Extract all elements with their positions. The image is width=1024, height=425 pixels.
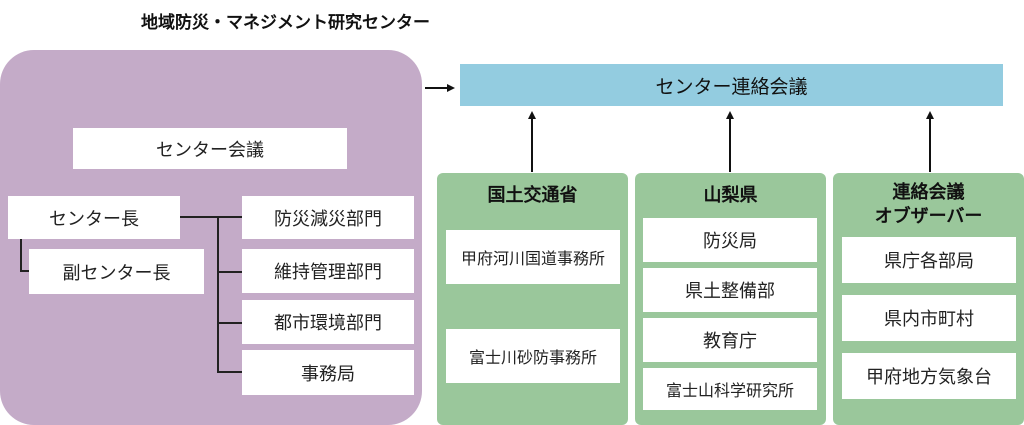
group-item-box: 富士山科学研究所 bbox=[643, 368, 817, 410]
group-title: 連絡会議 オブザーバー bbox=[833, 180, 1024, 230]
group-item-label: 富士川砂防事務所 bbox=[468, 348, 597, 367]
group-item-label: 甲府河川国道事務所 bbox=[460, 249, 605, 268]
group-item-label: 教育庁 bbox=[703, 331, 757, 352]
center-meeting-box: センター会議 bbox=[73, 128, 347, 169]
director-box: センター長 bbox=[8, 196, 180, 239]
dept-trunk-line bbox=[217, 216, 219, 372]
group-title: 国土交通省 bbox=[487, 185, 578, 206]
group-item-label: 防災局 bbox=[703, 231, 757, 252]
group-item-label: 甲府地方気象台 bbox=[866, 367, 992, 388]
dept-branch-line bbox=[217, 271, 242, 273]
director-connector bbox=[180, 216, 242, 218]
vice-director-box: 副センター長 bbox=[29, 249, 204, 294]
department-box: 都市環境部門 bbox=[242, 300, 414, 344]
dept-branch-line bbox=[217, 371, 242, 373]
group-item-box: 県庁各部局 bbox=[842, 237, 1016, 283]
department-label: 維持管理部門 bbox=[274, 262, 382, 283]
group-title-line: 連絡会議 bbox=[892, 182, 965, 203]
vice-branch-line bbox=[20, 270, 29, 272]
department-label: 事務局 bbox=[301, 363, 355, 385]
department-label: 都市環境部門 bbox=[274, 313, 382, 334]
group-item-box: 甲府地方気象台 bbox=[842, 353, 1016, 399]
center-meeting-label: センター会議 bbox=[156, 139, 264, 161]
department-box: 防災減災部門 bbox=[242, 196, 414, 239]
department-box: 事務局 bbox=[242, 350, 414, 395]
group-item-label: 県内市町村 bbox=[884, 309, 974, 330]
director-label: センター長 bbox=[49, 208, 139, 230]
department-label: 防災減災部門 bbox=[274, 208, 382, 230]
vice-trunk-line bbox=[20, 239, 22, 270]
group-item-box: 県土整備部 bbox=[643, 268, 817, 312]
group-item-box: 防災局 bbox=[643, 218, 817, 262]
group-title: 山梨県 bbox=[703, 185, 758, 206]
dept-branch-line bbox=[217, 322, 242, 324]
group-item-box: 県内市町村 bbox=[842, 295, 1016, 341]
group-item-label: 富士山科学研究所 bbox=[665, 381, 794, 400]
group-item-label: 県庁各部局 bbox=[884, 251, 974, 272]
group-title-line: オブザーバー bbox=[874, 206, 983, 227]
vice-director-label: 副センター長 bbox=[62, 262, 171, 284]
group-panel-mlit bbox=[437, 173, 628, 425]
group-item-box: 富士川砂防事務所 bbox=[446, 329, 620, 383]
page-title: 地域防災・マネジメント研究センター bbox=[141, 13, 430, 33]
liaison-meeting-label: センター連絡会議 bbox=[655, 75, 808, 98]
liaison-meeting-bar: センター連絡会議 bbox=[460, 64, 1003, 106]
group-item-label: 県土整備部 bbox=[685, 281, 775, 302]
group-item-box: 甲府河川国道事務所 bbox=[446, 230, 620, 284]
department-box: 維持管理部門 bbox=[242, 249, 414, 293]
group-item-box: 教育庁 bbox=[643, 318, 817, 362]
